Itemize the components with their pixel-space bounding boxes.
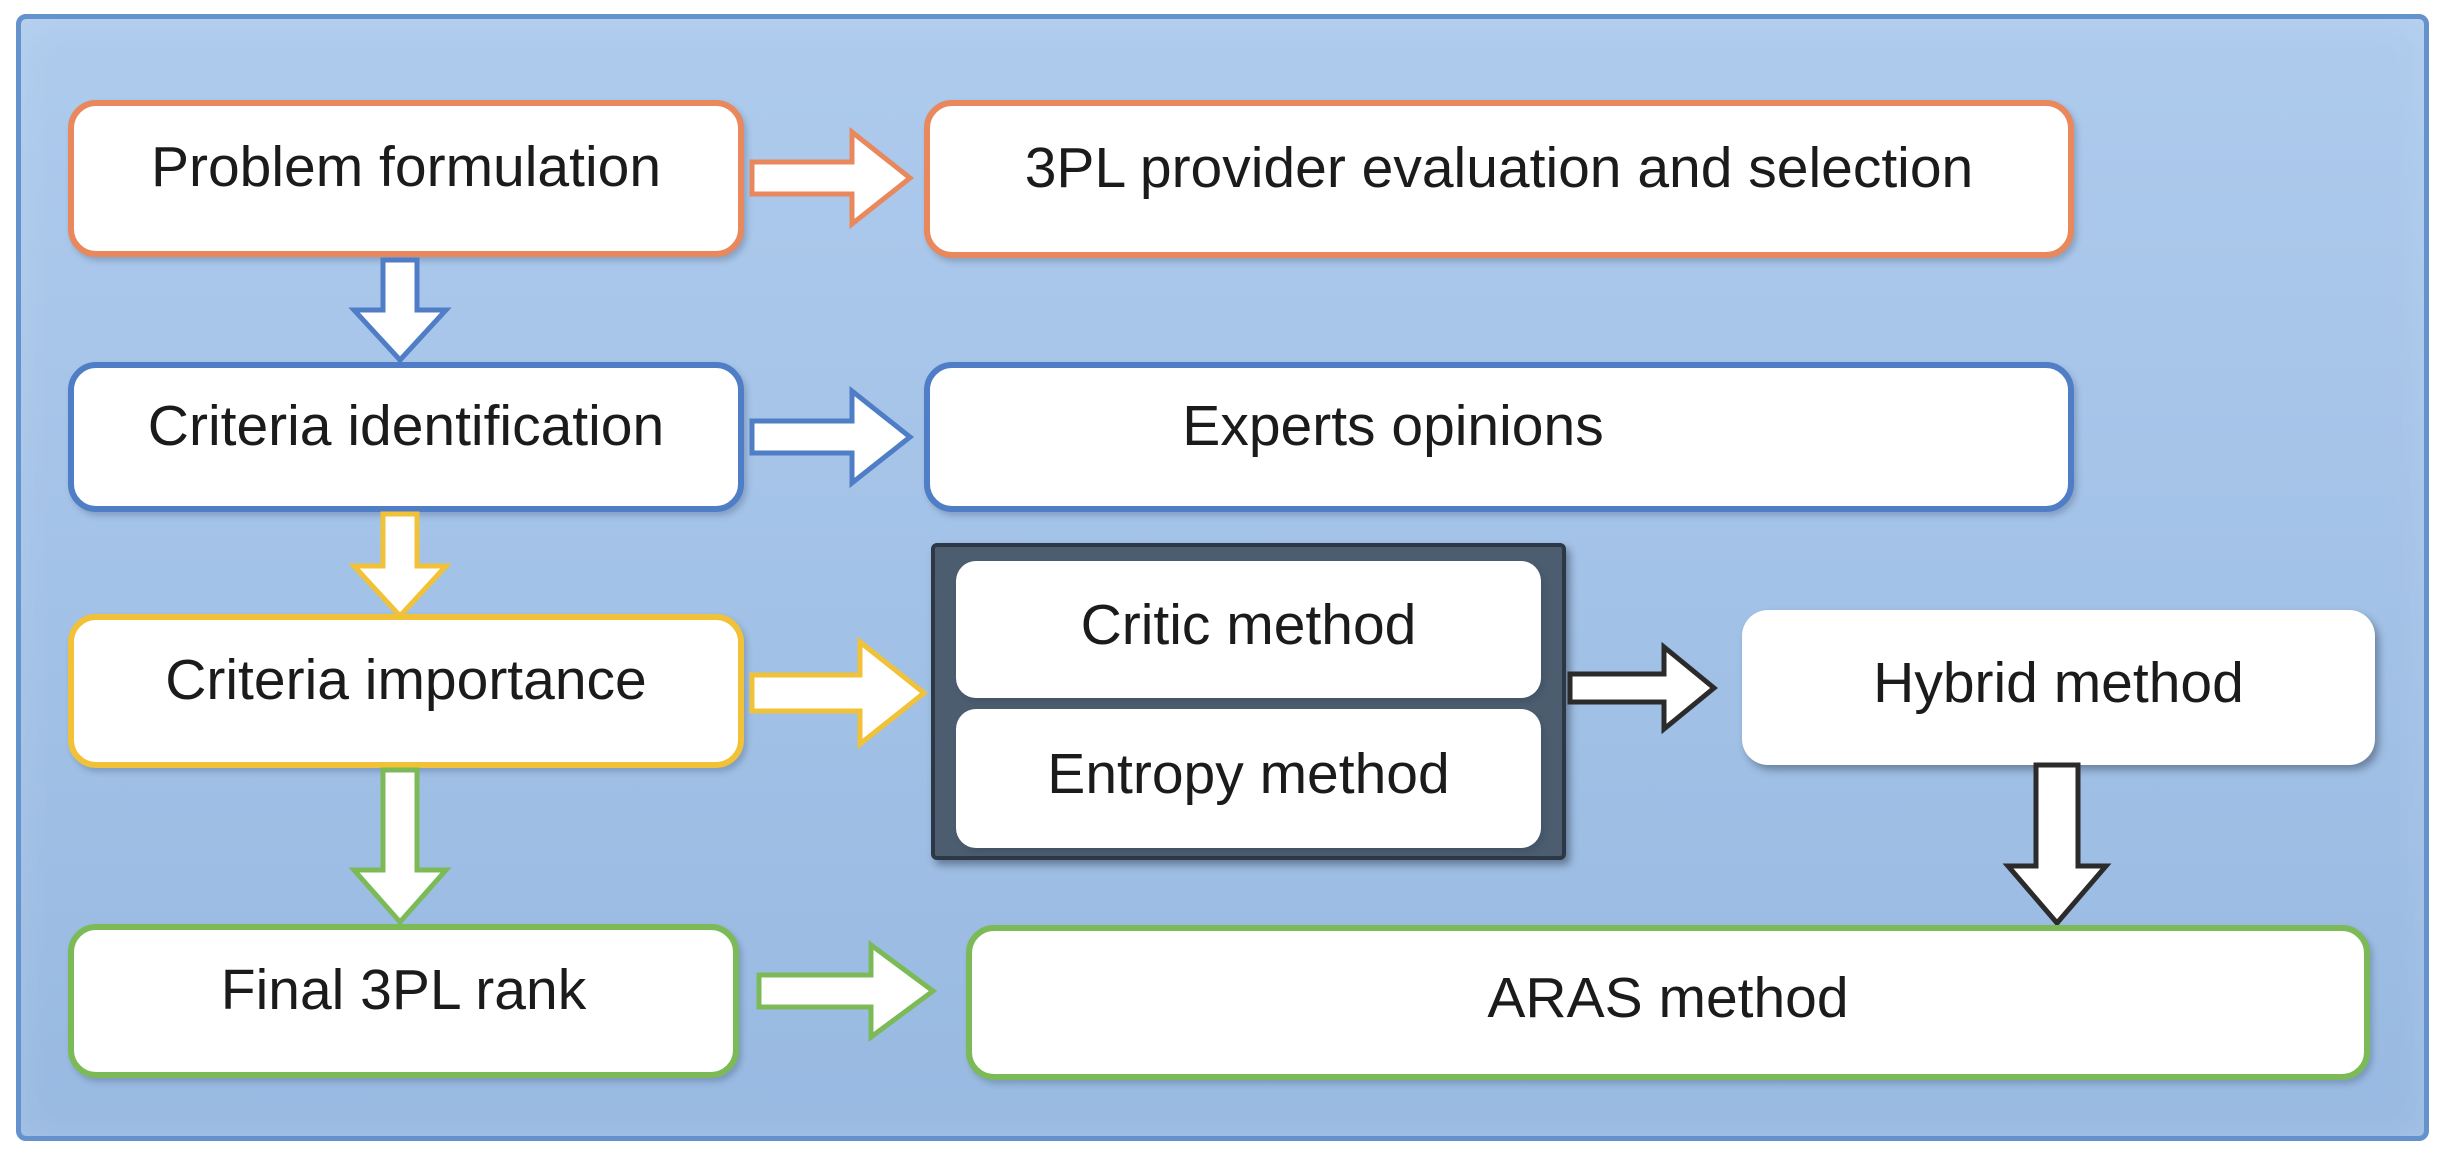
node-3pl-evaluation-selection: 3PL provider evaluation and selection [924,100,2074,258]
node-experts-opinions-label: Experts opinions [1182,393,1604,458]
node-problem-formulation: Problem formulation [68,100,744,257]
node-3pl-evaluation-selection-label: 3PL provider evaluation and selection [1024,135,1974,200]
arrow-problem-to-evaluation-icon [749,126,915,230]
arrow-down-problem-to-criteria-icon [348,257,452,364]
arrow-down-criteria-to-importance-icon [348,511,452,620]
node-problem-formulation-label: Problem formulation [150,135,662,200]
arrow-importance-to-methods-icon [749,636,929,750]
node-criteria-identification-label: Criteria identification [147,393,665,458]
node-aras-method: ARAS method [966,925,2370,1080]
node-entropy-method-label: Entropy method [1047,742,1450,807]
node-entropy-method: Entropy method [956,709,1541,848]
node-aras-method-label: ARAS method [1487,966,1849,1031]
node-criteria-importance-label: Criteria importance [165,647,647,712]
node-hybrid-method-label: Hybrid method [1873,651,2244,716]
node-criteria-importance: Criteria importance [68,614,744,768]
node-experts-opinions: Experts opinions [924,362,2074,512]
node-criteria-identification: Criteria identification [68,362,744,512]
arrow-down-hybrid-to-aras-icon [2002,762,2112,927]
arrow-methods-to-hybrid-icon [1567,641,1718,735]
arrow-final-to-aras-icon [756,940,938,1042]
arrow-criteria-to-experts-icon [749,385,915,489]
node-final-3pl-rank-label: Final 3PL rank [220,957,587,1022]
node-critic-method: Critic method [956,561,1541,698]
node-critic-method-label: Critic method [1080,593,1417,658]
node-hybrid-method: Hybrid method [1742,610,2375,765]
arrow-down-importance-to-final-icon [348,767,452,926]
node-final-3pl-rank: Final 3PL rank [68,924,739,1078]
